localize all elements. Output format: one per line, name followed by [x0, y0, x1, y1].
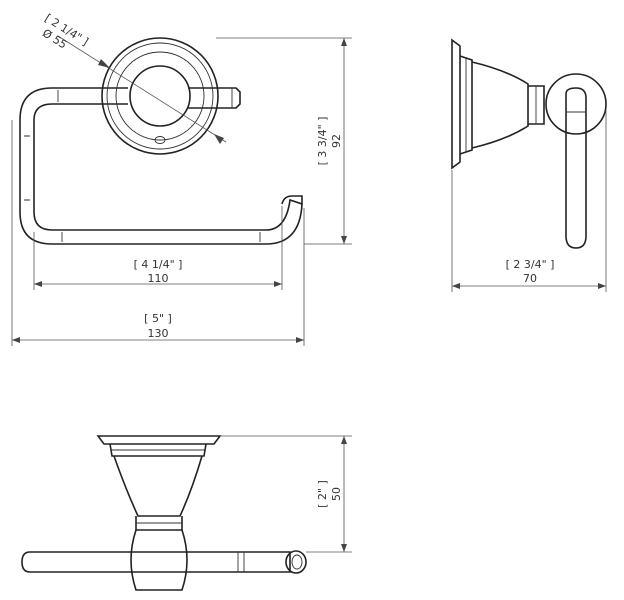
side-projection-dimension	[451, 110, 607, 292]
front-diameter-leader	[57, 35, 227, 143]
side-wall-plate	[451, 38, 461, 170]
top-bar-end-inner	[291, 554, 303, 570]
front-arm-outline	[19, 87, 303, 245]
top-view	[21, 435, 307, 591]
front-screw-hole	[154, 136, 166, 144]
top-wall-plate	[96, 435, 222, 445]
top-bar	[21, 551, 291, 573]
top-barrel	[130, 529, 188, 591]
overall-width-imperial: [ 5" ]	[144, 312, 172, 325]
front-arm-rib	[24, 90, 261, 242]
overall-width-dimension	[11, 120, 305, 346]
front-rose-ring-2	[115, 51, 205, 141]
front-height-metric: 92	[330, 134, 343, 148]
front-rose-ring	[106, 42, 214, 150]
side-flare-body	[471, 61, 529, 149]
bar-length-dimension	[33, 206, 283, 290]
front-diameter-arrow-2	[214, 134, 224, 144]
top-depth-imperial: [ 2" ]	[316, 480, 329, 508]
front-arm-tip	[281, 195, 303, 205]
front-height-imperial: [ 3 3/4" ]	[316, 117, 329, 166]
front-stub-bar	[188, 87, 241, 109]
front-height-label: [ 3 3/4" ] 92	[316, 117, 343, 166]
front-view	[19, 35, 303, 245]
top-depth-dimension	[220, 435, 352, 553]
front-height-dimension	[216, 37, 352, 245]
side-barrel	[545, 73, 607, 135]
side-projection-imperial: [ 2 3/4" ]	[506, 258, 555, 271]
front-diameter-arrow-1	[98, 59, 110, 68]
rose-diameter-label: [ 2 1/4" ] Ø 55	[40, 12, 91, 52]
top-depth-metric: 50	[330, 487, 343, 501]
bar-length-imperial: [ 4 1/4" ]	[134, 258, 183, 271]
top-bar-end	[285, 550, 307, 574]
bar-length-metric: 110	[148, 272, 169, 285]
front-rose-hub	[129, 65, 191, 127]
top-depth-label: [ 2" ] 50	[316, 480, 343, 508]
side-projection-metric: 70	[523, 272, 537, 285]
top-flare-body	[113, 455, 203, 517]
side-hanging-bar	[565, 87, 587, 249]
side-view	[451, 38, 607, 249]
overall-width-metric: 130	[148, 327, 169, 340]
front-rose-outer	[101, 37, 219, 155]
